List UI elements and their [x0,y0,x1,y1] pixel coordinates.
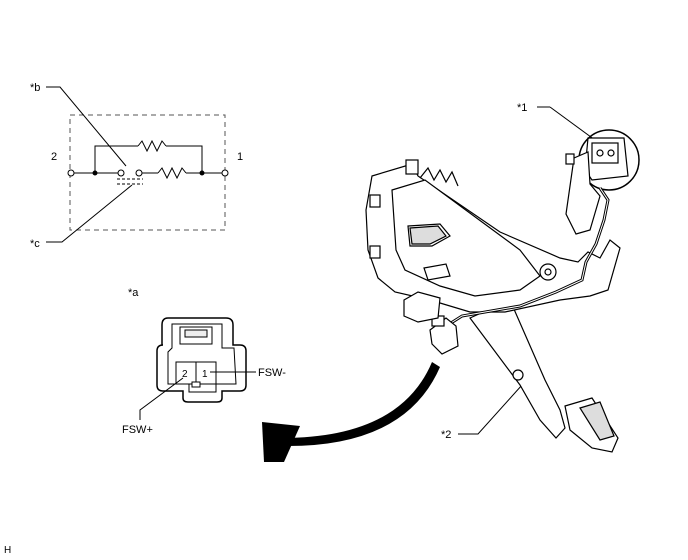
callout-c: *c [30,238,40,250]
diagram-labels: *b *c *a *1 *2 2 1 2 1 FSW- FSW+ H [4,82,527,556]
leader-c [46,184,133,243]
junction-dot-right [199,170,205,176]
pedal-switch-pin-b [607,149,615,157]
terminal-2-label: 2 [51,151,57,163]
wire-harness-inner [439,187,609,331]
bracket-sensor [403,291,441,323]
callout-a: *a [128,287,139,299]
pedal-switch-face [591,142,619,164]
pedal-assembly [365,129,640,453]
bracket-bolt-left [369,194,381,208]
pedal-switch-bracket [565,151,601,235]
harness-connector [429,317,459,355]
terminal-1-label: 1 [237,151,243,163]
callout-1: *1 [517,102,527,114]
switch-nut [565,153,575,165]
pedal-pad-shade [579,401,615,441]
terminal-2-circle [67,169,75,177]
switch-schematic [46,86,229,243]
bracket-bolt-left-2 [369,245,381,259]
callout-2: *2 [441,429,451,441]
bracket-pivot-inner [544,268,552,276]
pedal-arm-hole [512,369,524,381]
return-spring [419,166,459,187]
pedal-switch-pin-a [596,149,604,157]
direction-arrow [262,362,440,462]
spring-mount [405,159,419,175]
leader-1-diag [549,106,596,141]
pedal-arm [469,299,566,439]
switch-contact-left [117,169,125,177]
connector-pin-2: 2 [182,369,188,380]
connector-leaders [139,106,596,435]
bracket-slot-shade [409,225,447,245]
connector-pin-1: 1 [202,369,208,380]
connector-face [156,317,247,403]
upper-wire-end [166,145,203,173]
switch-contact-right [135,169,143,177]
upper-wire [94,145,138,173]
resistor-lower [157,166,187,180]
fsw-minus-label: FSW- [258,367,286,379]
junction-dot-left [92,170,98,176]
leader-fsw-plus [139,377,184,420]
arrow-body [282,362,440,447]
keyway [191,381,201,388]
leader-b [46,86,127,167]
fsw-plus-label: FSW+ [122,424,153,436]
bracket-sensor-tab [423,263,451,281]
arrow-head [262,422,300,462]
resistor-upper [137,139,167,153]
connector-lock-inner [184,329,208,338]
callout-b: *b [30,82,40,94]
leader-2 [458,384,523,435]
terminal-1-circle [221,169,229,177]
footer-code: H [4,545,11,556]
pin-1-cavity [195,361,217,385]
